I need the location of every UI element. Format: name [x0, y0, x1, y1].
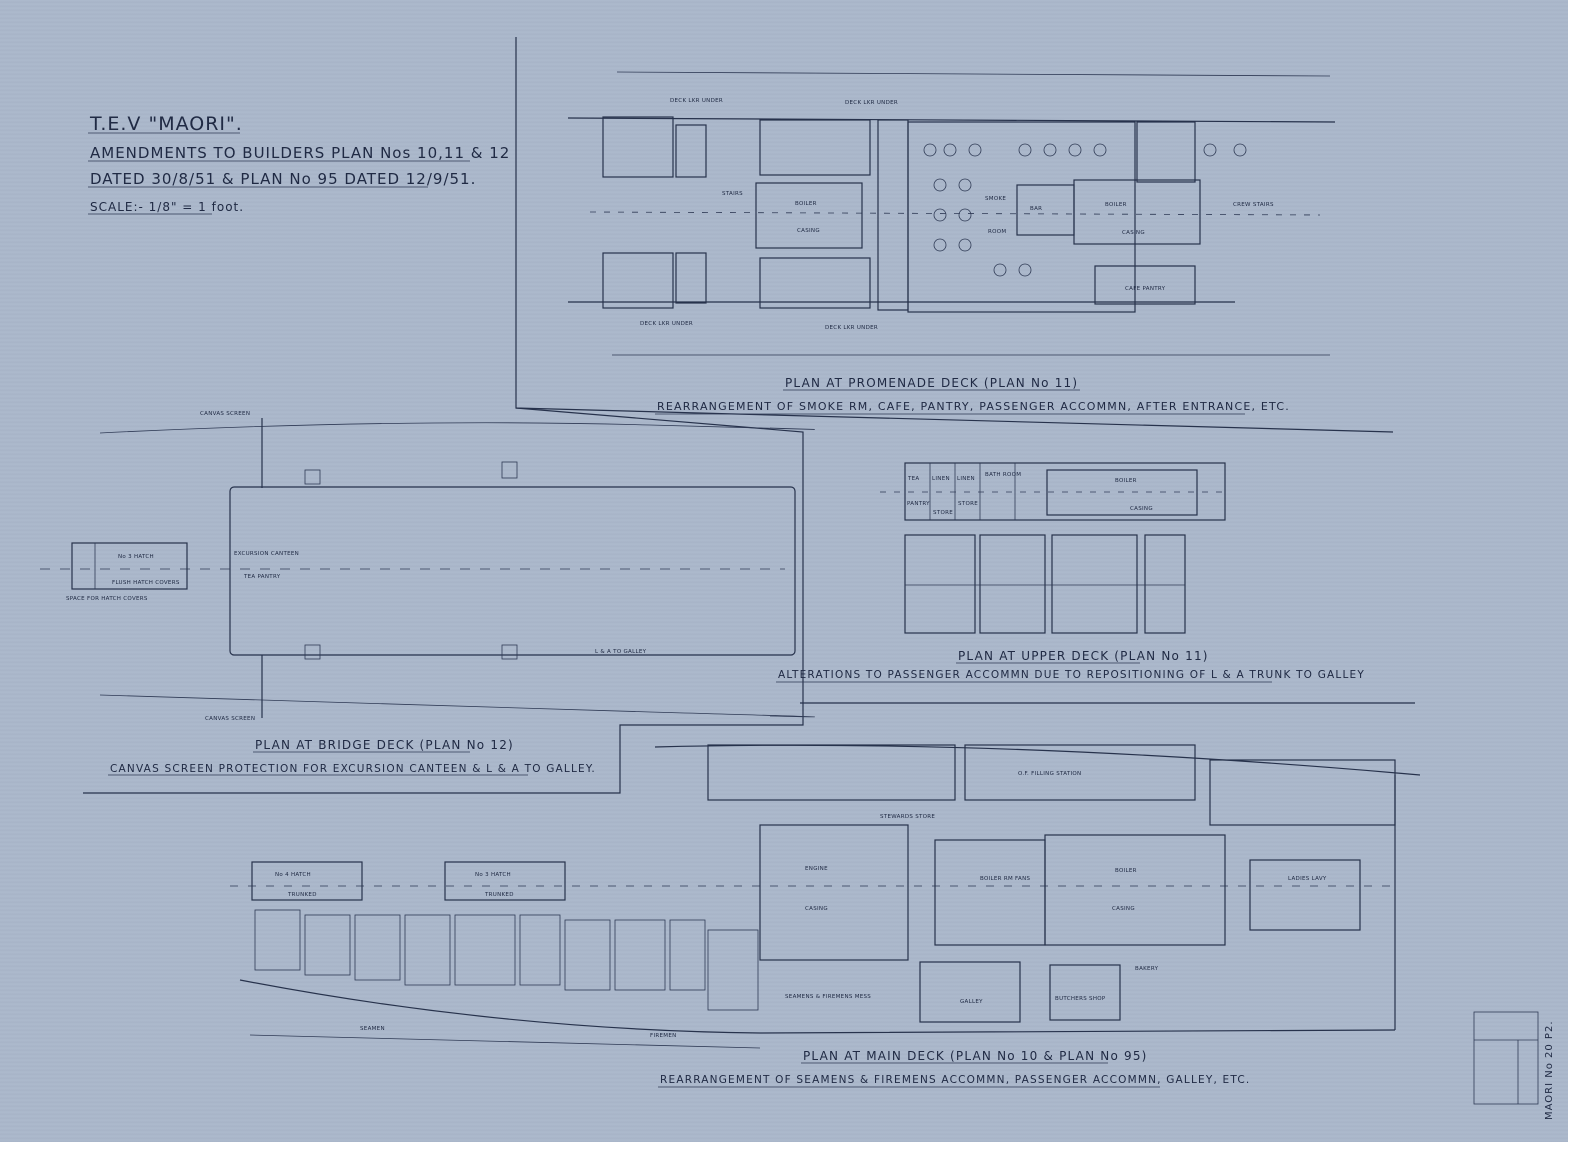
main-deck-subtitle: REARRANGEMENT OF SEAMENS & FIREMENS ACCO… [660, 1074, 1250, 1086]
blueprint-sheet: T.E.V "MAORI". AMENDMENTS TO BUILDERS PL… [0, 0, 1568, 1142]
svg-text:BAKERY: BAKERY [1135, 966, 1159, 972]
svg-text:L & A TO GALLEY: L & A TO GALLEY [595, 649, 647, 655]
svg-text:BOILER: BOILER [1105, 202, 1127, 208]
svg-text:BUTCHERS SHOP: BUTCHERS SHOP [1055, 996, 1106, 1002]
svg-text:CASING: CASING [1112, 906, 1135, 912]
margin-note: MAORI No 20 P2. [1544, 1021, 1555, 1121]
svg-text:TEA: TEA [907, 476, 920, 482]
vessel-title: T.E.V "MAORI". [89, 113, 243, 135]
svg-text:No 3 HATCH: No 3 HATCH [118, 554, 154, 560]
svg-text:STAIRS: STAIRS [722, 191, 743, 197]
svg-text:DECK LKR UNDER: DECK LKR UNDER [670, 98, 723, 104]
svg-text:CASING: CASING [1122, 230, 1145, 236]
svg-text:FIREMEN: FIREMEN [650, 1033, 677, 1039]
svg-text:LINEN: LINEN [932, 476, 950, 482]
svg-text:ENGINE: ENGINE [805, 866, 828, 872]
svg-text:LADIES LAVY: LADIES LAVY [1288, 876, 1327, 882]
svg-text:O.F. FILLING STATION: O.F. FILLING STATION [1018, 771, 1081, 777]
bridge-deck-title: PLAN AT BRIDGE DECK (PLAN No 12) [255, 738, 514, 752]
svg-text:BOILER RM FANS: BOILER RM FANS [980, 876, 1030, 882]
svg-text:BATH ROOM: BATH ROOM [985, 472, 1021, 478]
svg-text:PANTRY: PANTRY [907, 501, 930, 507]
dated-line: DATED 30/8/51 & PLAN No 95 DATED 12/9/51… [90, 170, 476, 188]
upper-deck-subtitle: ALTERATIONS TO PASSENGER ACCOMMN DUE TO … [778, 669, 1365, 681]
scale-line: SCALE:- 1/8" = 1 foot. [90, 200, 244, 214]
svg-text:STEWARDS STORE: STEWARDS STORE [880, 814, 935, 820]
upper-deck-title: PLAN AT UPPER DECK (PLAN No 11) [958, 649, 1209, 663]
bridge-deck-subtitle: CANVAS SCREEN PROTECTION FOR EXCURSION C… [110, 763, 596, 775]
main-deck-title: PLAN AT MAIN DECK (PLAN No 10 & PLAN No … [803, 1049, 1148, 1063]
svg-text:CANVAS SCREEN: CANVAS SCREEN [200, 411, 250, 417]
smoke-room-furniture [923, 143, 1247, 277]
svg-text:LINEN: LINEN [957, 476, 975, 482]
svg-text:CREW STAIRS: CREW STAIRS [1233, 202, 1274, 208]
svg-text:DECK LKR UNDER: DECK LKR UNDER [640, 321, 693, 327]
svg-text:CASING: CASING [797, 228, 820, 234]
svg-text:SPACE FOR HATCH COVERS: SPACE FOR HATCH COVERS [66, 596, 148, 602]
svg-text:TRUNKED: TRUNKED [287, 892, 317, 898]
upper-deck-plan: TEA LINEN LINEN BATH ROOM BOILER CASING … [776, 462, 1365, 683]
svg-text:ROOM: ROOM [988, 229, 1006, 235]
svg-text:BAR: BAR [1030, 206, 1042, 212]
svg-text:BOILER: BOILER [795, 201, 817, 207]
svg-text:BOILER: BOILER [1115, 478, 1137, 484]
svg-text:TRUNKED: TRUNKED [484, 892, 514, 898]
svg-text:SEAMEN: SEAMEN [360, 1026, 385, 1032]
svg-text:No 4 HATCH: No 4 HATCH [275, 872, 311, 878]
svg-text:No 3 HATCH: No 3 HATCH [475, 872, 511, 878]
blueprint-drawing: T.E.V "MAORI". AMENDMENTS TO BUILDERS PL… [40, 37, 1555, 1121]
promenade-deck-subtitle: REARRANGEMENT OF SMOKE RM, CAFE, PANTRY,… [657, 400, 1290, 413]
svg-text:CASING: CASING [805, 906, 828, 912]
svg-text:DECK LKR UNDER: DECK LKR UNDER [825, 325, 878, 331]
svg-text:CASING: CASING [1130, 506, 1153, 512]
svg-text:BOILER: BOILER [1115, 868, 1137, 874]
svg-text:CANVAS SCREEN: CANVAS SCREEN [205, 716, 255, 722]
promenade-deck-plan: BOILER CASING SMOKE ROOM BAR BOILER CASI… [567, 71, 1336, 415]
main-deck-plan: No 4 HATCH TRUNKED No 3 HATCH TRUNKED EN… [230, 744, 1421, 1088]
svg-text:STORE: STORE [933, 510, 953, 516]
svg-text:SEAMENS & FIREMENS MESS: SEAMENS & FIREMENS MESS [785, 994, 871, 1000]
svg-text:FLUSH HATCH COVERS: FLUSH HATCH COVERS [112, 580, 180, 586]
svg-text:CAFE PANTRY: CAFE PANTRY [1125, 286, 1166, 292]
approval-stamp [1473, 1011, 1539, 1105]
promenade-deck-title: PLAN AT PROMENADE DECK (PLAN No 11) [785, 376, 1078, 390]
svg-text:DECK LKR UNDER: DECK LKR UNDER [845, 100, 898, 106]
svg-text:SMOKE: SMOKE [985, 196, 1006, 202]
amendments-line: AMENDMENTS TO BUILDERS PLAN Nos 10,11 & … [90, 144, 510, 162]
bridge-deck-plan: No 3 HATCH FLUSH HATCH COVERS SPACE FOR … [40, 411, 815, 776]
title-block: T.E.V "MAORI". AMENDMENTS TO BUILDERS PL… [88, 113, 510, 215]
svg-text:STORE: STORE [958, 501, 978, 507]
svg-text:TEA PANTRY: TEA PANTRY [243, 574, 281, 580]
main-deck-cabins [254, 909, 759, 1011]
svg-text:EXCURSION CANTEEN: EXCURSION CANTEEN [234, 551, 299, 557]
svg-text:GALLEY: GALLEY [960, 999, 983, 1005]
